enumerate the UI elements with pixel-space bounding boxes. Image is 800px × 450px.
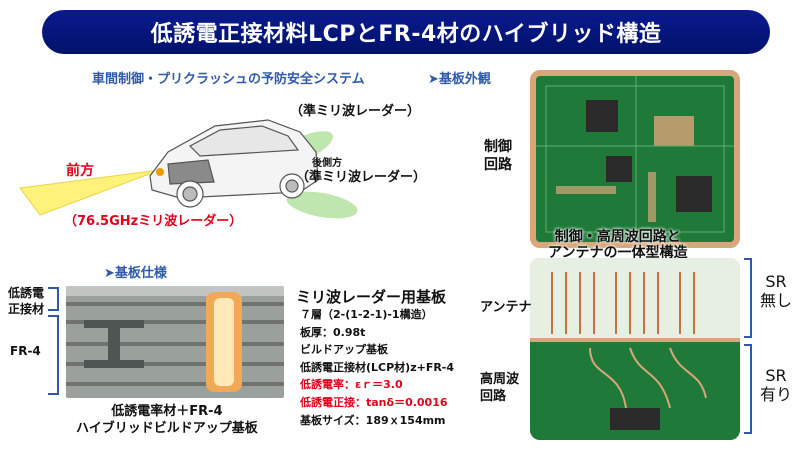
hf-circuit-label: 高周波 回路 <box>480 372 520 404</box>
layer-bracket <box>48 287 59 395</box>
board-exterior-heading: ➤基板外観 <box>428 72 491 87</box>
front-label: 前方 <box>66 163 94 179</box>
board-spec-heading: ➤基板仕様 <box>104 266 167 281</box>
control-circuit-label: 制御 回路 <box>484 139 512 174</box>
spec-line-board-size: 基板サイズ：189ｘ154mm <box>300 413 446 427</box>
rear-radar-beam <box>286 191 358 219</box>
spec-line-material: 低誘電正接材(LCP材)z+FR-4 <box>300 360 455 374</box>
sr-present-label: SR 有り <box>760 366 793 405</box>
spec-title: ミリ波レーダー用基板 <box>296 288 447 306</box>
title-banner: 低誘電正接材料LCPとFR-4材のハイブリッド構造 <box>42 10 770 54</box>
page-title: 低誘電正接材料LCPとFR-4材のハイブリッド構造 <box>150 22 662 47</box>
antenna-label: アンテナ <box>480 300 532 315</box>
cross-section-caption: 低誘電率材＋FR-4 ハイブリッドビルドアップ基板 <box>76 404 258 436</box>
sr-present-bracket <box>744 344 752 434</box>
control-board-traces <box>536 76 734 242</box>
front-radar-label: （76.5GHzミリ波レーダー） <box>64 214 243 229</box>
antenna-board-traces <box>530 258 740 440</box>
spec-line-dielectric-constant: 低誘電率：εｒ＝3.0 <box>300 378 403 392</box>
cross-section-photo <box>66 286 284 398</box>
rear-side-label: 後側方 <box>312 158 342 169</box>
spec-line-buildup: ビルドアップ基板 <box>300 343 388 357</box>
control-board-photo <box>530 70 740 248</box>
antenna-board-photo <box>530 258 740 440</box>
radar-sensor <box>156 168 164 176</box>
rear-radar-label: （準ミリ波レーダー） <box>296 170 427 185</box>
upper-radar-label: （準ミリ波レーダー） <box>290 104 421 119</box>
layer-label-top: 低誘電 正接材 <box>8 286 45 316</box>
sr-none-bracket <box>744 258 752 338</box>
car-illustration <box>19 119 358 219</box>
layer-label-bottom: FR-4 <box>10 344 41 358</box>
car-body <box>149 119 319 208</box>
front-radar-beam <box>19 169 161 216</box>
spec-list: ７層（2-(1-2-1)-1構造） 板厚：0.98t ビルドアップ基板 低誘電正… <box>300 306 454 429</box>
spec-line-loss-tangent: 低誘電正接：tanδ＝0.0016 <box>300 395 448 409</box>
spec-line-thickness: 板厚：0.98t <box>300 325 366 339</box>
cross-section-layers <box>66 286 284 392</box>
integrated-caption: 制御・高周波回路と アンテナの一体型構造 <box>548 229 688 262</box>
sr-none-label: SR 無し <box>760 272 793 311</box>
car-section-heading: 車間制御・プリクラッシュの予防安全システム <box>92 72 365 87</box>
spec-line-layers: ７層（2-(1-2-1)-1構造） <box>300 308 433 321</box>
